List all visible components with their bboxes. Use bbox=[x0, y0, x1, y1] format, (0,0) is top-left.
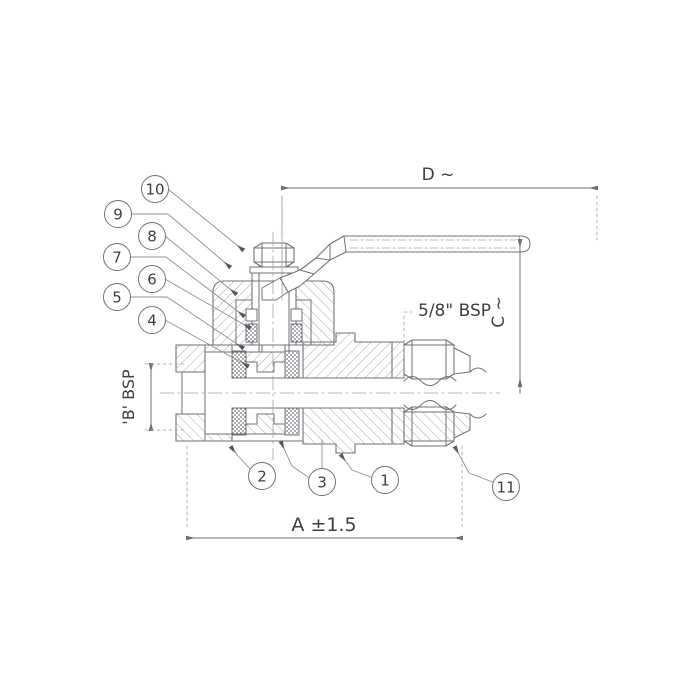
balloon-6[interactable]: 6 bbox=[138, 265, 166, 293]
balloon-number: 8 bbox=[147, 228, 157, 246]
dimension-label-D: D ~ bbox=[422, 165, 455, 185]
dimension-label-C: C ~ bbox=[489, 296, 509, 328]
balloon-5[interactable]: 5 bbox=[103, 283, 131, 311]
balloon-circle bbox=[104, 200, 132, 228]
balloon-4[interactable]: 4 bbox=[138, 306, 166, 334]
balloon-7[interactable]: 7 bbox=[103, 243, 131, 271]
balloon-circle bbox=[138, 306, 166, 334]
balloon-number: 6 bbox=[147, 271, 157, 289]
balloon-circle bbox=[103, 283, 131, 311]
balloon-leaders bbox=[129, 188, 496, 484]
balloon-circle bbox=[248, 462, 276, 490]
balloon-number: 11 bbox=[496, 479, 515, 497]
dimension-D bbox=[281, 185, 598, 301]
balloon-8[interactable]: 8 bbox=[138, 222, 166, 250]
balloon-number: 3 bbox=[317, 474, 327, 492]
balloon-number: 2 bbox=[257, 468, 267, 486]
balloon-number: 4 bbox=[147, 312, 157, 330]
balloon-11[interactable]: 11 bbox=[492, 473, 520, 501]
balloon-number: 5 bbox=[112, 289, 122, 307]
balloon-number: 1 bbox=[380, 472, 390, 490]
balloon-9[interactable]: 9 bbox=[104, 200, 132, 228]
dimension-label-A: A ±1.5 bbox=[291, 514, 356, 536]
thread-note-label: 5/8" BSP bbox=[418, 301, 491, 321]
dimension-B bbox=[144, 363, 187, 431]
balloon-10[interactable]: 10 bbox=[141, 175, 169, 203]
balloon-1[interactable]: 1 bbox=[371, 466, 399, 494]
balloon-circle bbox=[371, 466, 399, 494]
balloon-circle bbox=[138, 222, 166, 250]
center-lines bbox=[159, 231, 501, 461]
lever-handle bbox=[261, 235, 531, 301]
balloon-number: 10 bbox=[145, 181, 164, 199]
balloon-circle bbox=[308, 468, 336, 496]
balloon-3[interactable]: 3 bbox=[308, 468, 336, 496]
balloon-number: 9 bbox=[113, 206, 123, 224]
thread-note-leader bbox=[403, 311, 413, 356]
balloon-number: 7 bbox=[112, 249, 122, 267]
valve-body-section bbox=[175, 332, 405, 454]
balloon-2[interactable]: 2 bbox=[248, 462, 276, 490]
dimension-label-B: 'B' BSP bbox=[119, 369, 138, 425]
balloon-circle bbox=[141, 175, 169, 203]
balloon-circle bbox=[492, 473, 520, 501]
balloon-circle bbox=[103, 243, 131, 271]
balloon-circle bbox=[138, 265, 166, 293]
hex-nut-fitting bbox=[403, 339, 487, 447]
